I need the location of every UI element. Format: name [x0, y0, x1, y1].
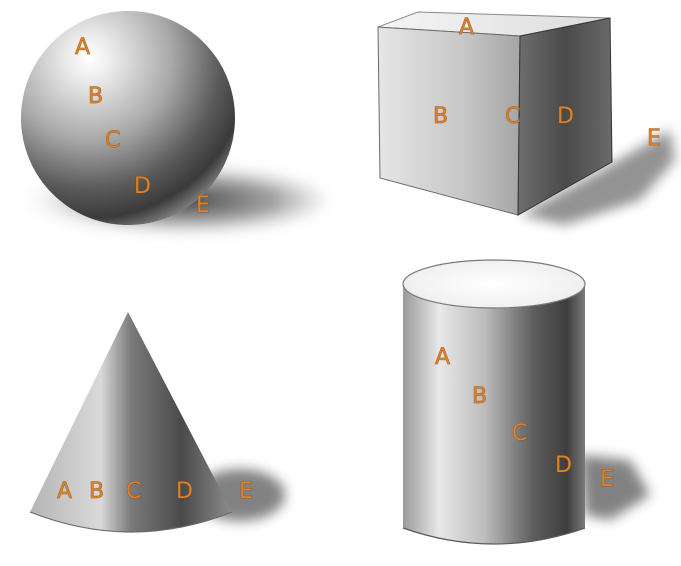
- cube-group: [377, 11, 675, 225]
- cube-label-c: C: [505, 104, 520, 129]
- cylinder-top: [402, 259, 586, 309]
- cylinder-label-d: D: [555, 453, 572, 478]
- cube-label-d: D: [557, 104, 574, 129]
- cube-label-e: E: [647, 126, 661, 151]
- sphere-label-e: E: [196, 193, 210, 218]
- cube-label-a: A: [459, 15, 474, 40]
- cylinder-label-e: E: [600, 467, 614, 492]
- cone-label-a: A: [57, 479, 72, 504]
- sphere-group: [15, 11, 325, 236]
- cone-label-e: E: [239, 479, 253, 504]
- sphere-label-b: B: [88, 84, 103, 109]
- cylinder-cast-shadow: [580, 455, 650, 520]
- cone-label-d: D: [176, 479, 193, 504]
- cone: [30, 312, 232, 532]
- cone-base-edge: [29, 511, 233, 533]
- sphere: [21, 11, 235, 225]
- cylinder-base-edge: [402, 527, 586, 545]
- cube-label-b: B: [433, 104, 448, 129]
- cone-group: [29, 312, 285, 533]
- sphere-label-c: C: [105, 128, 120, 153]
- cylinder-body: [403, 284, 585, 544]
- cube-side-face: [517, 17, 613, 216]
- cone-label-b: B: [89, 479, 104, 504]
- cube-cast-shadow: [520, 130, 675, 225]
- sphere-label-d: D: [134, 174, 151, 199]
- sphere-label-a: A: [75, 35, 90, 60]
- cylinder-label-a: A: [435, 345, 450, 370]
- cylinder-label-c: C: [512, 421, 527, 446]
- cone-label-c: C: [126, 479, 141, 504]
- cylinder-label-b: B: [472, 384, 487, 409]
- cylinder-group: [402, 259, 650, 545]
